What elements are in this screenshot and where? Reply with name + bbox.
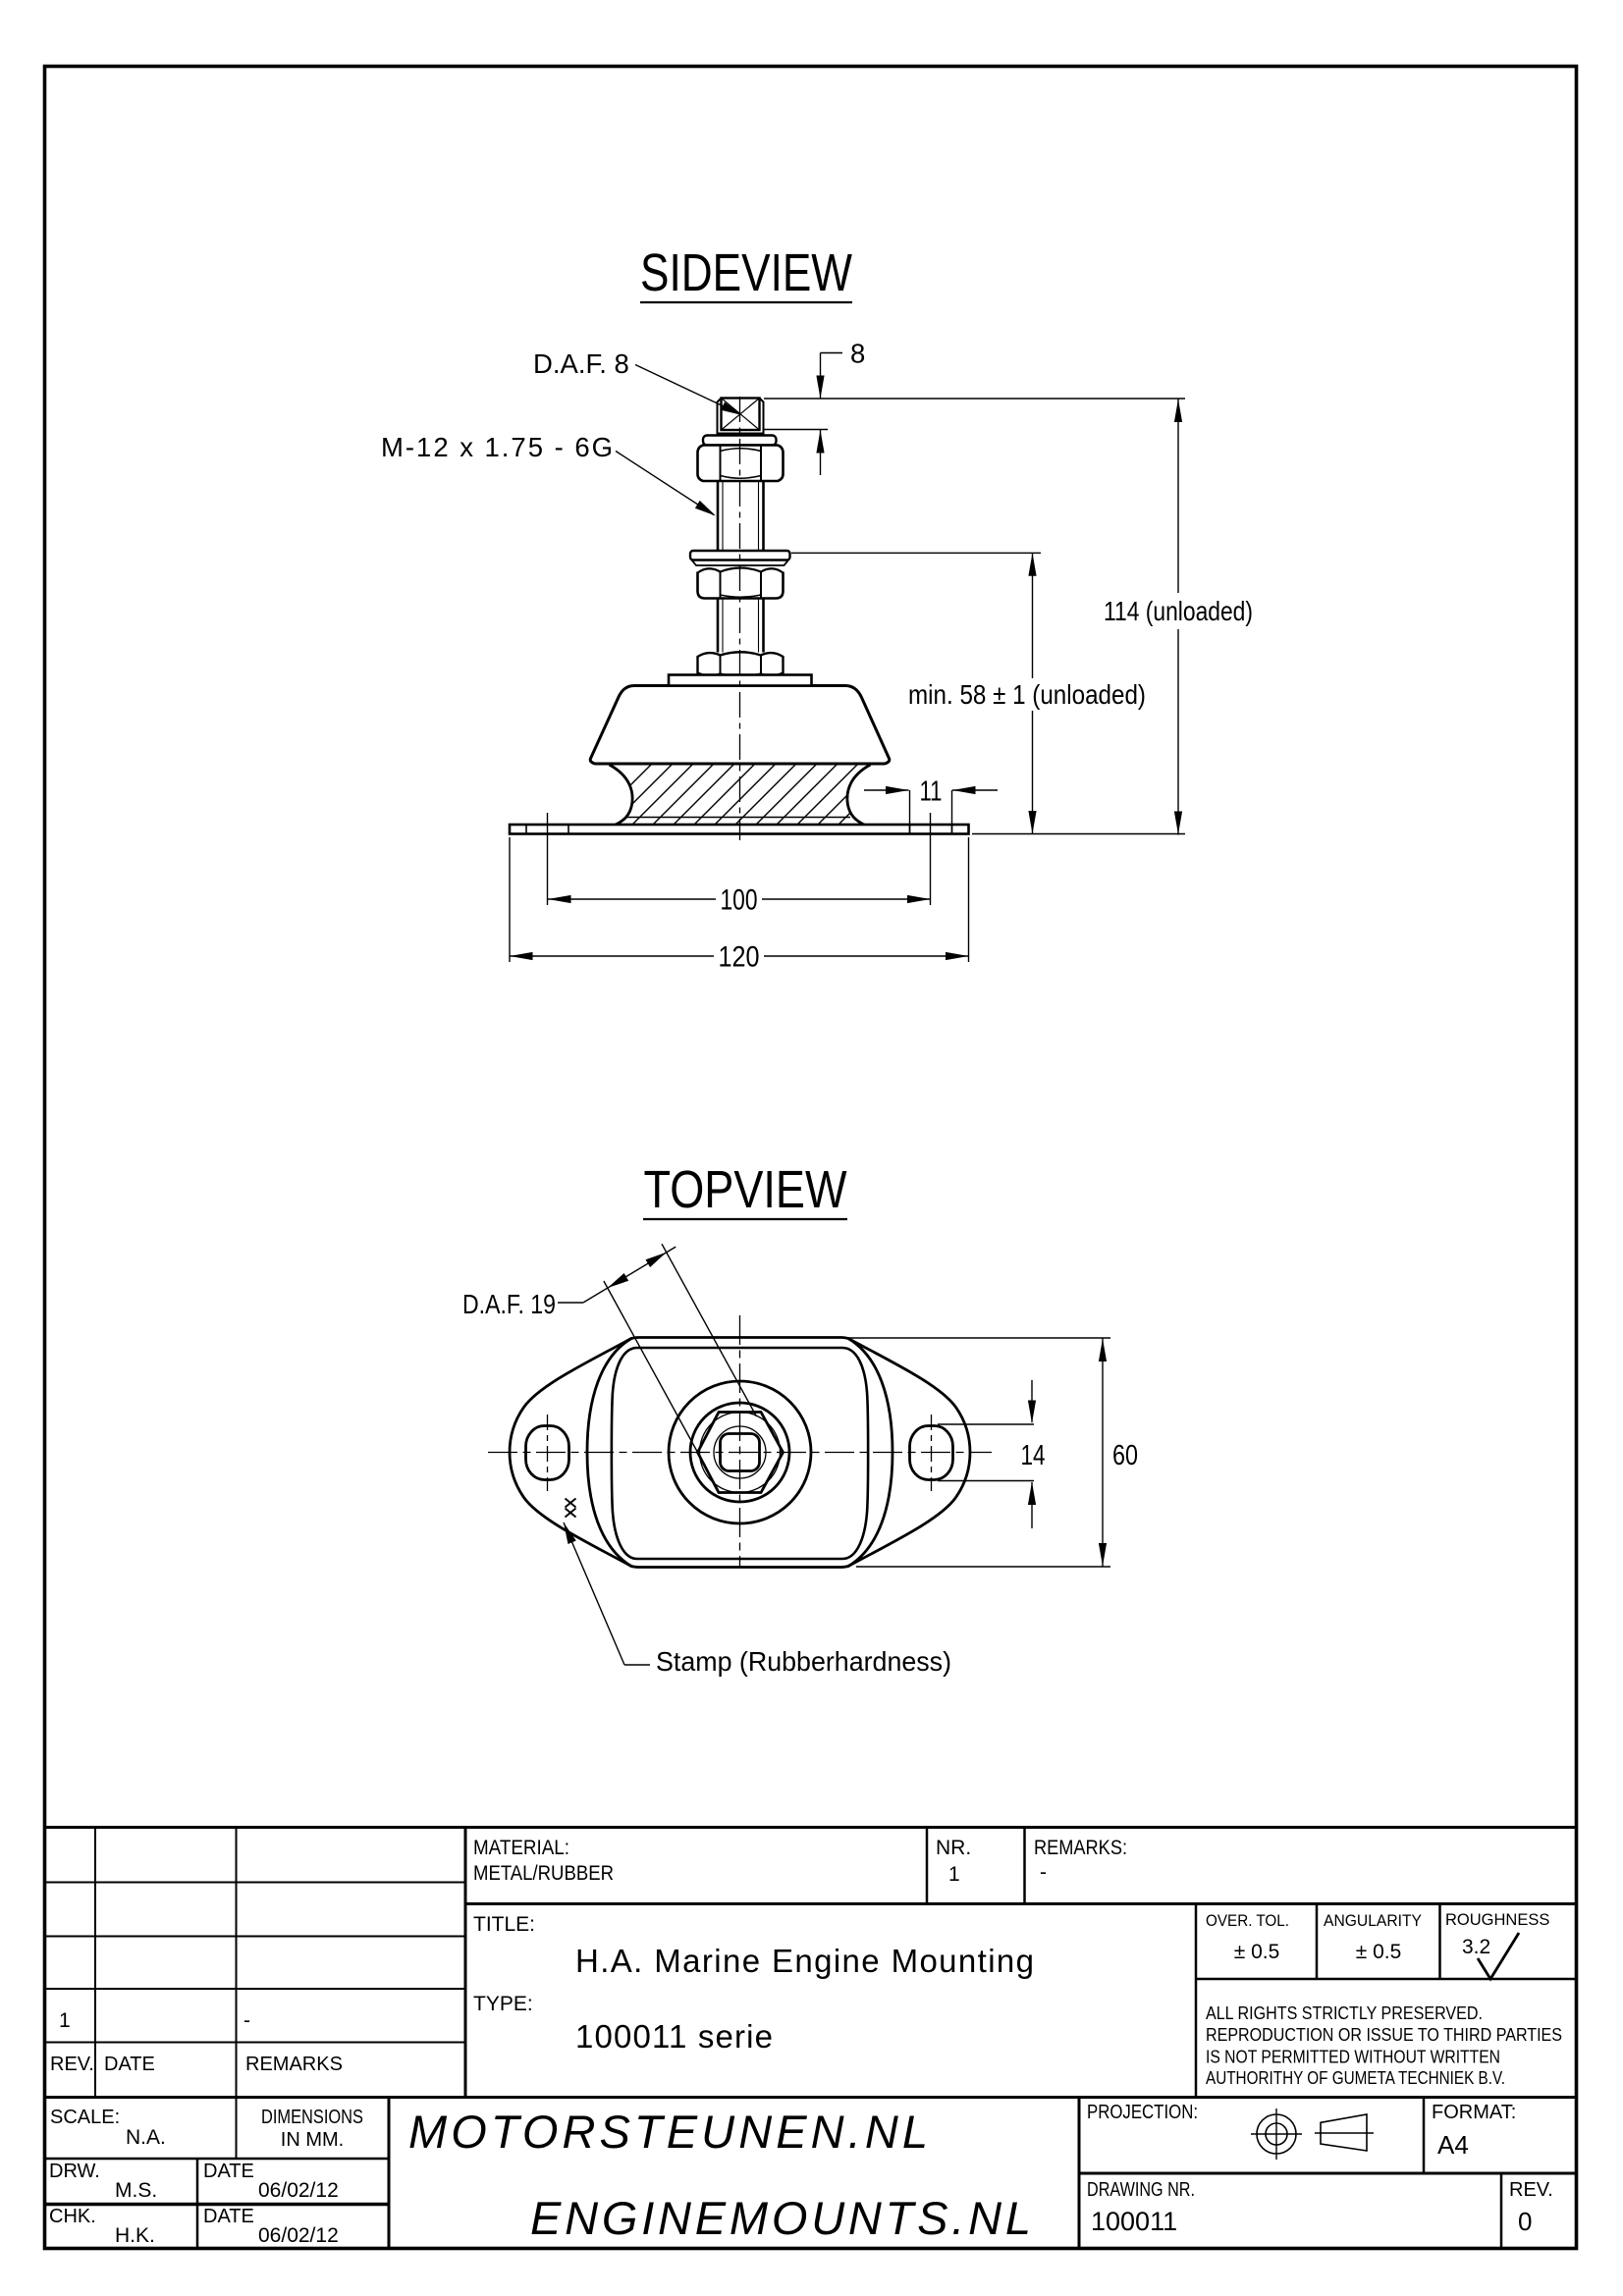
svg-text:IN MM.: IN MM. [281,2129,344,2151]
svg-text:1: 1 [59,2009,71,2032]
svg-text:100: 100 [721,884,758,917]
svg-text:± 0.5: ± 0.5 [1356,1941,1402,1963]
svg-text:H.K.: H.K. [115,2224,155,2247]
svg-text:NR.: NR. [936,1837,971,1859]
svg-text:3.2: 3.2 [1462,1936,1490,1958]
svg-text:SCALE:: SCALE: [50,2107,120,2128]
svg-text:D.A.F. 19: D.A.F. 19 [462,1289,556,1319]
svg-text:PROJECTION:: PROJECTION: [1087,2102,1198,2123]
svg-text:-: - [243,2009,250,2032]
svg-text:-: - [1040,1861,1047,1884]
svg-text:TOPVIEW: TOPVIEW [644,1160,847,1219]
svg-text:120: 120 [719,941,760,974]
svg-text:CHK.: CHK. [49,2206,96,2227]
svg-text:100011 serie: 100011 serie [575,2018,773,2055]
svg-text:TITLE:: TITLE: [473,1913,535,1936]
svg-text:06/02/12: 06/02/12 [258,2179,339,2202]
svg-text:100011: 100011 [1091,2207,1177,2236]
svg-text:REV.: REV. [1509,2179,1553,2201]
svg-text:A4: A4 [1437,2130,1469,2160]
svg-text:MOTORSTEUNEN.NL: MOTORSTEUNEN.NL [408,2106,928,2158]
svg-text:SIDEVIEW: SIDEVIEW [640,243,852,302]
svg-text:06/02/12: 06/02/12 [258,2224,339,2247]
svg-text:ROUGHNESS: ROUGHNESS [1445,1911,1549,1929]
svg-text:N.A.: N.A. [126,2126,166,2149]
svg-text:11: 11 [920,776,943,808]
svg-text:DIMENSIONS: DIMENSIONS [261,2107,363,2128]
svg-text:REMARKS: REMARKS [245,2054,343,2075]
svg-text:DATE: DATE [203,2206,254,2227]
svg-text:14: 14 [1021,1440,1046,1471]
svg-text:1: 1 [948,1863,960,1886]
svg-text:D.A.F. 8: D.A.F. 8 [533,348,629,379]
svg-text:REMARKS:: REMARKS: [1034,1837,1127,1859]
svg-text:60: 60 [1112,1440,1138,1471]
svg-text:ENGINEMOUNTS.NL: ENGINEMOUNTS.NL [530,2192,1031,2244]
svg-text:0: 0 [1518,2207,1532,2236]
svg-text:REPRODUCTION OR ISSUE TO THIRD: REPRODUCTION OR ISSUE TO THIRD PARTIES [1206,2024,1562,2045]
svg-text:Stamp (Rubberhardness): Stamp (Rubberhardness) [656,1646,951,1677]
svg-text:M-12 x 1.75 - 6G: M-12 x 1.75 - 6G [381,432,613,462]
svg-text:8: 8 [850,339,865,369]
svg-text:AUTHORITHY OF GUMETA TECHNIEK: AUTHORITHY OF GUMETA TECHNIEK B.V. [1206,2067,1505,2088]
svg-text:± 0.5: ± 0.5 [1234,1941,1280,1963]
svg-text:DRAWING NR.: DRAWING NR. [1087,2179,1195,2201]
svg-text:114 (unloaded): 114 (unloaded) [1104,596,1253,626]
svg-text:ANGULARITY: ANGULARITY [1324,1912,1422,1930]
svg-text:ALL RIGHTS STRICTLY PRESERVED.: ALL RIGHTS STRICTLY PRESERVED. [1206,2002,1483,2023]
svg-text:DRW.: DRW. [49,2161,100,2182]
svg-text:IS NOT PERMITTED WITHOUT WRITT: IS NOT PERMITTED WITHOUT WRITTEN [1206,2047,1500,2067]
svg-text:TYPE:: TYPE: [473,1993,533,2015]
svg-text:REV.: REV. [50,2054,94,2075]
svg-text:METAL/RUBBER: METAL/RUBBER [473,1862,614,1885]
svg-text:MATERIAL:: MATERIAL: [473,1837,569,1859]
svg-text:M.S.: M.S. [115,2179,157,2202]
svg-text:min. 58 ± 1 (unloaded): min. 58 ± 1 (unloaded) [908,679,1146,710]
svg-text:OVER. TOL.: OVER. TOL. [1206,1912,1289,1930]
svg-text:DATE: DATE [104,2054,155,2075]
svg-text:DATE: DATE [203,2161,254,2182]
svg-text:H.A. Marine Engine Mounting: H.A. Marine Engine Mounting [575,1943,1034,1979]
svg-text:FORMAT:: FORMAT: [1432,2102,1516,2123]
